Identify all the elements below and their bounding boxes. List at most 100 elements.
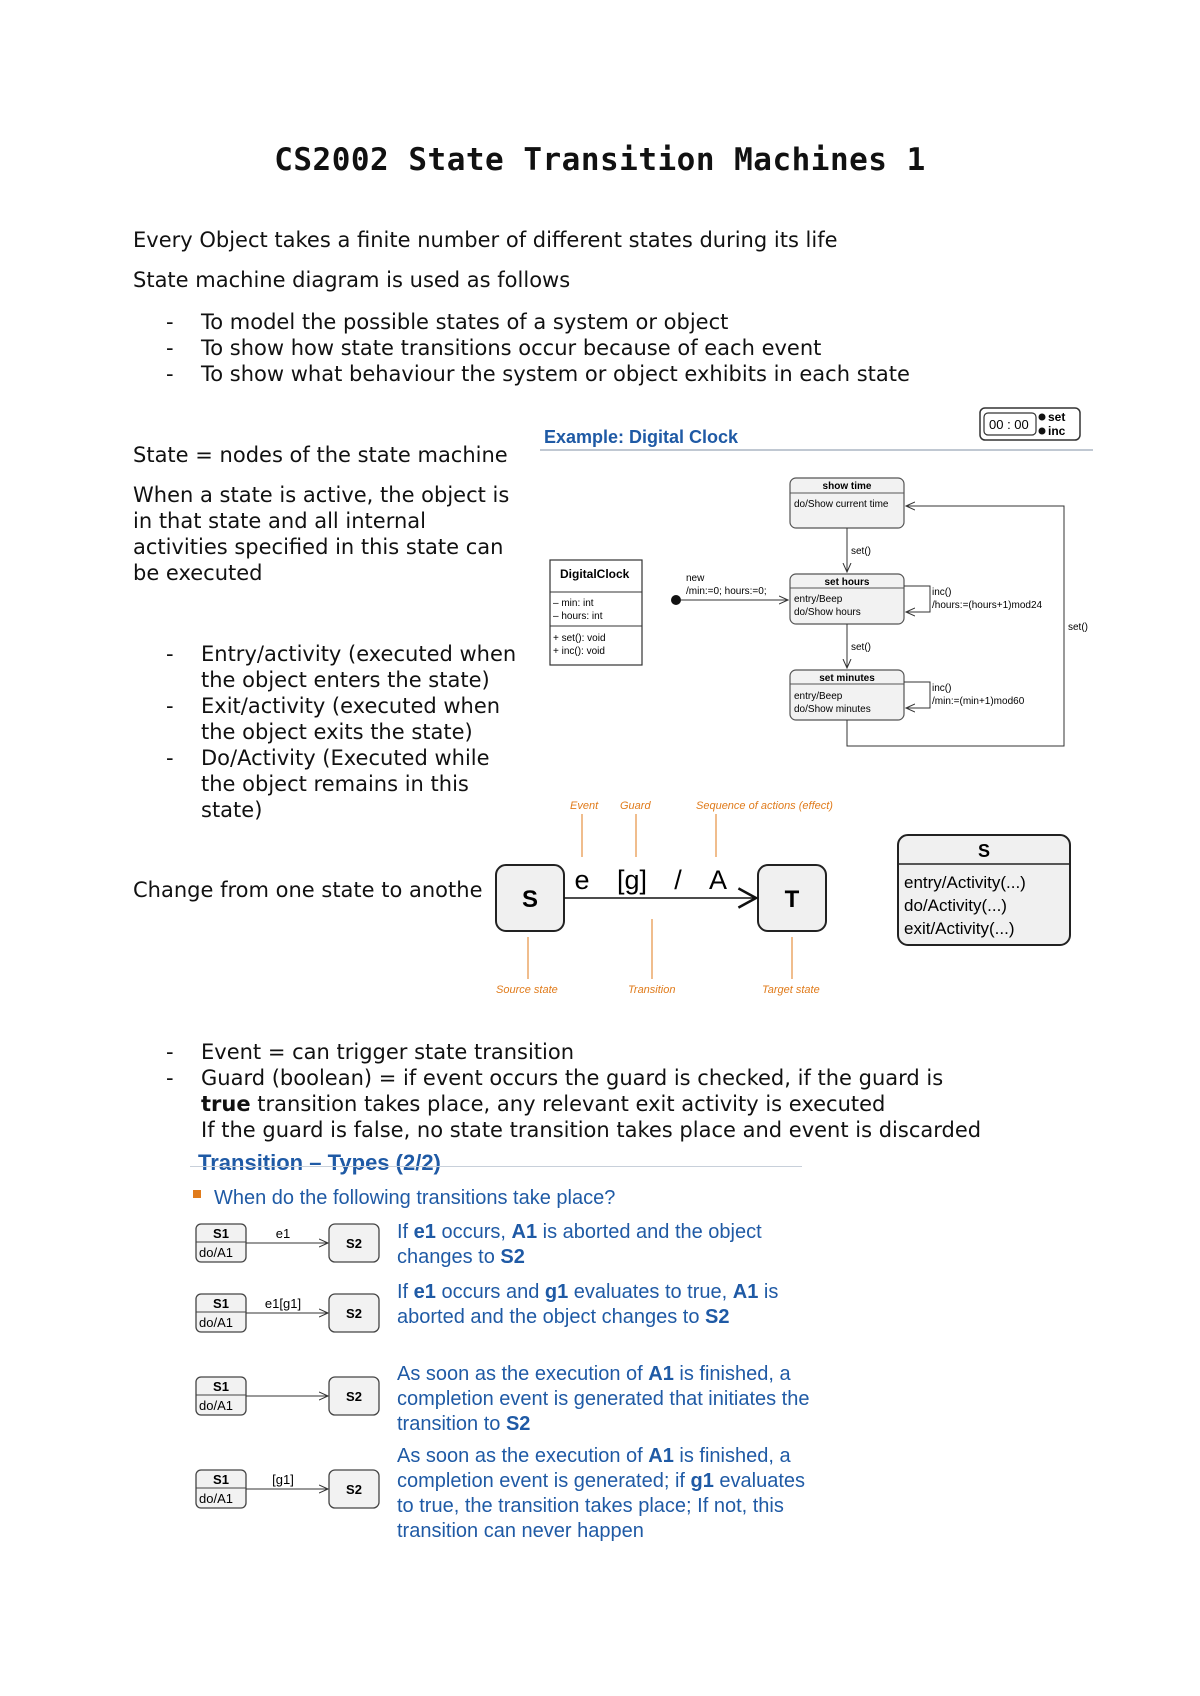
transition-row-label: [g1] — [272, 1472, 294, 1487]
s2-label: S2 — [346, 1389, 362, 1404]
desc-line: completion event is generated that initi… — [397, 1388, 810, 1410]
state-para-line: When a state is active, the object is — [133, 483, 510, 507]
intro-line-1: Every Object takes a finite number of di… — [133, 228, 838, 252]
state-box-line: exit/Activity(...) — [904, 919, 1015, 938]
state-body: entry/Beep — [794, 594, 843, 605]
init-label: new — [686, 573, 705, 584]
class-op: + inc(): void — [553, 646, 605, 657]
transition-row-diagram: S1 do/A1 e1 S2 — [195, 1223, 380, 1263]
types-question: When do the following transitions take p… — [214, 1187, 616, 1209]
note-source-state: Source state — [496, 984, 558, 996]
s2-state-box — [328, 1469, 380, 1509]
guard-line-3: If the guard is false, no state transiti… — [201, 1118, 982, 1142]
transition-label: set() — [1068, 622, 1088, 633]
transition-row-label: e1[g1] — [265, 1296, 301, 1311]
class-op: + set(): void — [553, 633, 606, 644]
transition-label: inc() — [932, 683, 951, 694]
s2-label: S2 — [346, 1482, 362, 1497]
event-label: e — [574, 865, 589, 895]
inc-button-icon — [1038, 427, 1046, 435]
state-box-line: entry/Activity(...) — [904, 873, 1026, 892]
target-state-label: T — [785, 886, 800, 913]
desc-line: transition can never happen — [397, 1520, 644, 1542]
init-label: /min:=0; hours:=0; — [686, 586, 767, 597]
transition-row-desc: As soon as the execution of A1 is finish… — [397, 1444, 805, 1544]
s1-body: do/A1 — [199, 1245, 233, 1260]
s1-label: S1 — [213, 1226, 229, 1241]
s1-label: S1 — [213, 1472, 229, 1487]
s1-label: S1 — [213, 1379, 229, 1394]
transition-label: inc() — [932, 587, 951, 598]
initial-node — [671, 595, 681, 605]
state-box-name: S — [978, 841, 990, 861]
heading-rule — [190, 1166, 802, 1167]
desc-line: As soon as the execution of A1 is finish… — [397, 1363, 791, 1385]
state-body: do/Show current time — [794, 499, 889, 510]
transition-row-label: e1 — [276, 1226, 290, 1241]
transition-row-diagram: S1 do/A1 S2 — [195, 1376, 380, 1416]
state-body: entry/Beep — [794, 691, 843, 702]
desc-line: changes to S2 — [397, 1246, 525, 1268]
set-button-label: set — [1048, 410, 1065, 424]
desc-line: If e1 occurs and g1 evaluates to true, A… — [397, 1281, 779, 1303]
desc-line: transition to S2 — [397, 1413, 531, 1435]
s1-body: do/A1 — [199, 1398, 233, 1413]
s1-body: do/A1 — [199, 1315, 233, 1330]
note-guard: Guard — [620, 800, 651, 812]
transition-label: set() — [851, 642, 871, 653]
action-label: A — [709, 865, 727, 895]
s2-state-box — [328, 1293, 380, 1333]
s2-state-box — [328, 1376, 380, 1416]
state-name: show time — [823, 481, 872, 492]
state-para-line: in that state and all internal — [133, 509, 426, 533]
state-para-line: activities specified in this state can — [133, 535, 504, 559]
page-title: CS2002 State Transition Machines 1 — [274, 142, 926, 178]
digital-clock-diagram: Example: Digital Clock 00 : 00 set inc D… — [540, 407, 1093, 747]
guard-line-2: true transition takes place, any relevan… — [201, 1092, 886, 1116]
transition-label: set() — [851, 546, 871, 557]
state-activities-box: S entry/Activity(...) do/Activity(...) e… — [897, 834, 1071, 946]
state-name: set hours — [824, 577, 869, 588]
transition-row-desc: If e1 occurs, A1 is aborted and the obje… — [397, 1220, 762, 1270]
class-attr: – min: int — [553, 598, 594, 609]
clock-display — [983, 412, 1037, 436]
transition-row-desc: As soon as the execution of A1 is finish… — [397, 1362, 809, 1437]
class-name: DigitalClock — [560, 567, 630, 581]
note-target-state: Target state — [762, 984, 820, 996]
transition-row-diagram: S1 do/A1 [g1] S2 — [195, 1469, 380, 1509]
desc-line: completion event is generated; if g1 eva… — [397, 1470, 806, 1492]
s2-label: S2 — [346, 1306, 362, 1321]
clock-heading: Example: Digital Clock — [544, 427, 739, 447]
desc-line: aborted and the object changes to S2 — [397, 1306, 730, 1328]
change-line: Change from one state to anothe — [133, 878, 483, 902]
digital-clock-class — [549, 559, 643, 666]
desc-line: to true, the transition takes place; If … — [397, 1495, 784, 1517]
clock-display-text: 00 : 00 — [989, 417, 1029, 432]
desc-line: If e1 occurs, A1 is aborted and the obje… — [397, 1221, 762, 1243]
state-definition: State = nodes of the state machine — [133, 443, 508, 467]
s2-state-box — [328, 1223, 380, 1263]
slash-label: / — [674, 865, 682, 895]
transition-label: /min:=(min+1)mod60 — [932, 696, 1025, 707]
note-effect: Sequence of actions (effect) — [696, 800, 833, 812]
class-attr: – hours: int — [553, 611, 603, 622]
s2-label: S2 — [346, 1236, 362, 1251]
transition-label: /hours:=(hours+1)mod24 — [932, 600, 1043, 611]
transition-row-diagram: S1 do/A1 e1[g1] S2 — [195, 1293, 380, 1333]
state-body: do/Show minutes — [794, 704, 871, 715]
state-name: set minutes — [819, 673, 875, 684]
inc-button-label: inc — [1048, 424, 1066, 438]
cut-heading-wrap: Transition – Types (2/2) — [190, 1144, 800, 1175]
bullet-square-icon — [193, 1190, 201, 1198]
desc-line: As soon as the execution of A1 is finish… — [397, 1445, 791, 1467]
set-button-icon — [1038, 413, 1046, 421]
transition-row-desc: If e1 occurs and g1 evaluates to true, A… — [397, 1280, 778, 1330]
note-event: Event — [570, 800, 599, 812]
source-state-label: S — [522, 886, 538, 913]
transition-anatomy-diagram: Event Guard Sequence of actions (effect)… — [495, 800, 833, 996]
s1-body: do/A1 — [199, 1491, 233, 1506]
s1-label: S1 — [213, 1296, 229, 1311]
intro-line-2: State machine diagram is used as follows — [133, 268, 571, 292]
state-para-line: be executed — [133, 561, 263, 585]
note-transition: Transition — [628, 984, 675, 996]
